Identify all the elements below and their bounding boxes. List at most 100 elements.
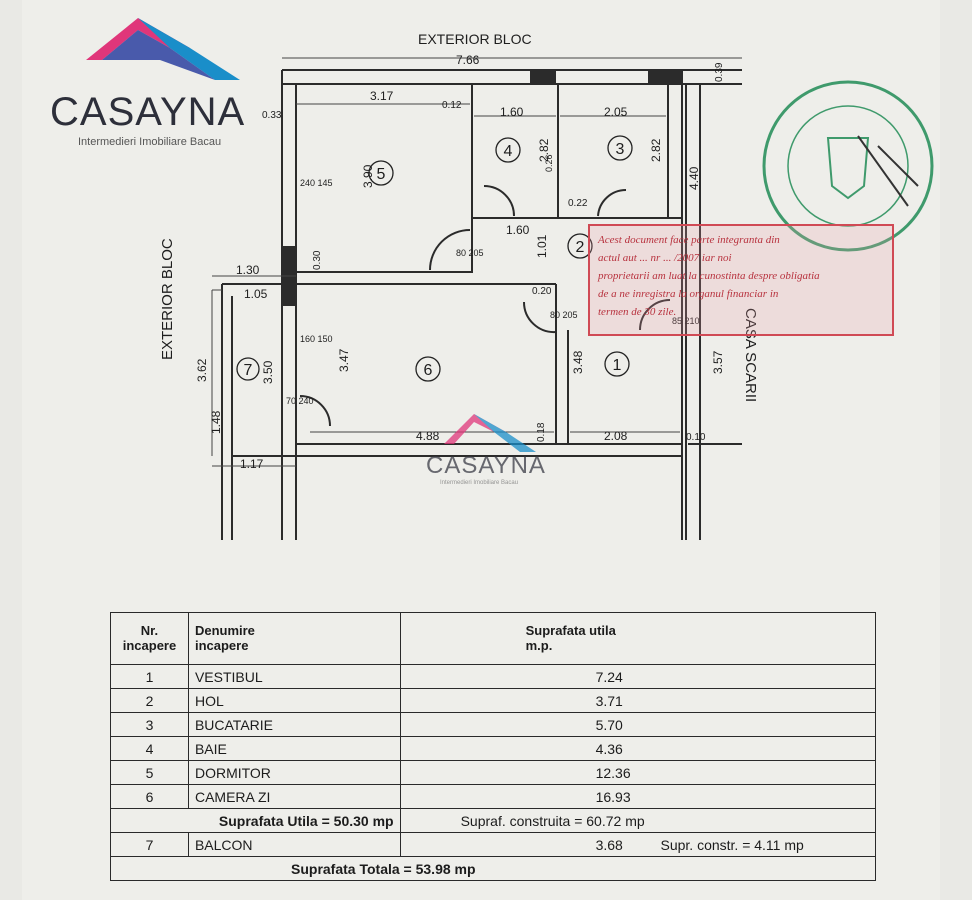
cell-name: VESTIBUL bbox=[187, 664, 401, 689]
cell-nr: 6 bbox=[110, 784, 189, 809]
exterior-top-label: EXTERIOR BLOC bbox=[418, 31, 532, 47]
table-row: 1 VESTIBUL 7.24 bbox=[110, 664, 877, 689]
dim-label: 0.33 bbox=[262, 110, 282, 121]
dim-label: 3.47 bbox=[337, 348, 351, 372]
totala-row: Suprafata Totala = 53.98 mp bbox=[110, 856, 876, 881]
stamp-line: actul aut ... nr ... /2007 iar noi bbox=[598, 252, 732, 264]
room-number-5: 5 bbox=[377, 166, 386, 183]
dim-label: 2.05 bbox=[604, 105, 628, 119]
room-number-6: 6 bbox=[424, 362, 433, 379]
header-area: Suprafata utila m.p. bbox=[399, 612, 877, 665]
dim-label: 0.22 bbox=[568, 198, 588, 209]
header-nr: Nr. incapere bbox=[110, 612, 189, 665]
cell-nr: 1 bbox=[110, 664, 189, 689]
cell-area-balcon: 3.68 Supr. constr. = 4.11 mp bbox=[399, 832, 877, 857]
room-number-4: 4 bbox=[504, 143, 513, 160]
dim-label: 0.26 bbox=[544, 154, 554, 172]
cell-area: 7.24 bbox=[399, 664, 877, 689]
dim-label: 3.90 bbox=[361, 164, 375, 188]
cell-nr: 5 bbox=[110, 760, 189, 785]
watermark-wordmark: CASAYNA bbox=[426, 452, 546, 479]
table-header-row: Nr. incapere Denumire incapere Suprafata… bbox=[110, 612, 877, 665]
opening-label: 70 240 bbox=[286, 396, 314, 406]
areas-table: Nr. incapere Denumire incapere Suprafata… bbox=[110, 612, 877, 881]
dim-label: 1.01 bbox=[535, 234, 549, 258]
totala-total: Suprafata Totala = 53.98 mp bbox=[110, 856, 876, 881]
watermark-tagline: Intermedieri Imobiliare Bacau bbox=[440, 480, 519, 486]
cell-nr: 2 bbox=[110, 688, 189, 713]
table-row: 3 BUCATARIE 5.70 bbox=[110, 712, 877, 737]
dim-label: 0.20 bbox=[532, 286, 552, 297]
floor-plan-svg: EXTERIOR BLOC 7.66 3.17 1.60 2.05 1.60 4… bbox=[159, 31, 759, 540]
cell-nr: 3 bbox=[110, 712, 189, 737]
dim-label: 0.18 bbox=[536, 422, 547, 442]
cell-nr: 4 bbox=[110, 736, 189, 761]
utila-row: Suprafata Utila = 50.30 mp Supraf. const… bbox=[110, 808, 877, 833]
opening-label: 85 210 bbox=[672, 316, 700, 326]
casayna-logo: CASAYNA Intermedieri Imobiliare Bacau bbox=[40, 8, 280, 148]
cell-area: 5.70 bbox=[399, 712, 877, 737]
watermark-roof-icon bbox=[444, 414, 536, 452]
dim-label: 0.39 bbox=[714, 62, 725, 82]
cell-area: 3.71 bbox=[399, 688, 877, 713]
dim-total-width: 7.66 bbox=[456, 53, 480, 67]
dim-label: 1.48 bbox=[209, 410, 223, 434]
opening-label: 80 205 bbox=[456, 248, 484, 258]
floor-plan: EXTERIOR BLOC 7.66 3.17 1.60 2.05 1.60 4… bbox=[159, 31, 759, 540]
opening-label: 80 205 bbox=[550, 310, 578, 320]
dim-label: 0.10 bbox=[686, 432, 706, 443]
opening-label: 240 145 bbox=[300, 178, 333, 188]
construita-total: Supraf. construita = 60.72 mp bbox=[399, 808, 877, 833]
dim-label: 0.12 bbox=[442, 100, 462, 111]
dim-label: 1.60 bbox=[500, 105, 524, 119]
notary-stamp-icon bbox=[762, 80, 934, 252]
stamp-line: de a ne inregistra la organul financiar … bbox=[598, 288, 779, 300]
stamp-line: proprietarii am luat la cunostinta despr… bbox=[598, 270, 820, 282]
cell-name: BUCATARIE bbox=[187, 712, 401, 737]
areas-table-wrap: Nr. incapere Denumire incapere Suprafata… bbox=[110, 612, 877, 881]
notary-rect-stamp: Acest document face parte integranta din… bbox=[588, 224, 894, 336]
logo-tagline: Intermedieri Imobiliare Bacau bbox=[78, 136, 222, 148]
dim-label: 0.30 bbox=[312, 250, 323, 270]
room-number-3: 3 bbox=[616, 141, 625, 158]
cell-area: 12.36 bbox=[399, 760, 877, 785]
exterior-left-label: EXTERIOR BLOC bbox=[159, 238, 176, 360]
dim-label: 4.40 bbox=[687, 166, 701, 190]
dim-label: 1.17 bbox=[240, 457, 264, 471]
cell-name: CAMERA ZI bbox=[187, 784, 401, 809]
cell-nr: 7 bbox=[110, 832, 189, 857]
cell-name: DORMITOR bbox=[187, 760, 401, 785]
logo-wordmark: CASAYNA bbox=[50, 90, 246, 134]
dim-label: 2.82 bbox=[649, 138, 663, 162]
dim-label: 4.88 bbox=[416, 429, 440, 443]
stamp-line: termen de 30 zile. bbox=[598, 306, 677, 318]
table-row: 4 BAIE 4.36 bbox=[110, 736, 877, 761]
dim-label: 3.57 bbox=[711, 350, 725, 374]
table-row: 2 HOL 3.71 bbox=[110, 688, 877, 713]
casa-scarii-label: CASA SCARII bbox=[742, 308, 759, 402]
header-name: Denumire incapere bbox=[187, 612, 401, 665]
cell-area: 16.93 bbox=[399, 784, 877, 809]
dim-label: 3.62 bbox=[195, 358, 209, 382]
stamp-line: Acest document face parte integranta din bbox=[598, 234, 780, 246]
room-number-2: 2 bbox=[576, 239, 585, 256]
cell-name: BALCON bbox=[187, 832, 401, 857]
balcon-constr: Supr. constr. = 4.11 mp bbox=[660, 836, 804, 853]
table-row: 5 DORMITOR 12.36 bbox=[110, 760, 877, 785]
dim-label: 2.08 bbox=[604, 429, 628, 443]
balcon-row: 7 BALCON 3.68 Supr. constr. = 4.11 mp bbox=[110, 832, 877, 857]
casayna-watermark: CASAYNA Intermedieri Imobiliare Bacau bbox=[422, 406, 562, 496]
dim-label: 1.05 bbox=[244, 287, 268, 301]
cell-area: 4.36 bbox=[399, 736, 877, 761]
balcon-area: 3.68 bbox=[595, 836, 623, 853]
table-row: 6 CAMERA ZI 16.93 bbox=[110, 784, 877, 809]
dim-label: 1.30 bbox=[236, 263, 260, 277]
room-number-7: 7 bbox=[244, 362, 253, 379]
dim-label: 3.48 bbox=[571, 350, 585, 374]
cell-name: HOL bbox=[187, 688, 401, 713]
room-number-1: 1 bbox=[613, 357, 622, 374]
dim-label: 2.82 bbox=[537, 138, 551, 162]
dim-label: 1.60 bbox=[506, 223, 530, 237]
notary-round-stamp bbox=[758, 76, 938, 256]
roof-logo-icon bbox=[86, 18, 240, 80]
